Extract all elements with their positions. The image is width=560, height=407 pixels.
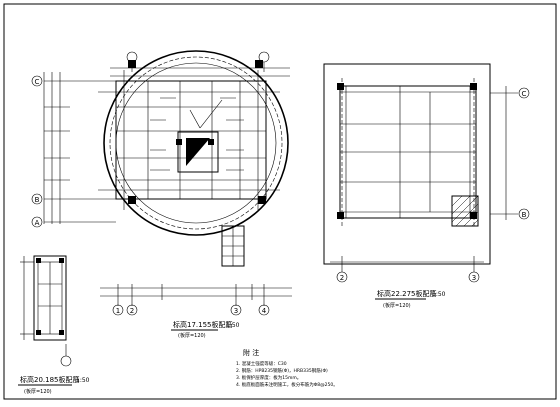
tank-outer-wall bbox=[103, 50, 289, 236]
axis-bubble-b2: B bbox=[518, 208, 530, 220]
small-plan-scale: 1:50 bbox=[76, 377, 90, 384]
right-plan-title: 标高22.275板配筋 bbox=[377, 289, 437, 298]
note-item: 2. 钢筋：HPB235钢筋(Φ)，HRB335钢筋(Φ) bbox=[236, 367, 328, 374]
axis-bubble-4: 4 bbox=[258, 304, 270, 316]
small-plan-thickness: (板厚=120) bbox=[24, 388, 52, 395]
right-plan-scale: 1:50 bbox=[432, 291, 446, 298]
main-plan-title: 标高17.155板配筋 bbox=[173, 320, 233, 329]
main-plan-thickness: (板厚=120) bbox=[178, 332, 206, 339]
axis-bubble-c: C bbox=[31, 75, 43, 87]
axis-bubble-3b: 3 bbox=[468, 271, 480, 283]
notes-block: 附 注 1. 混凝土强度等级：C30 2. 钢筋：HPB235钢筋(Φ)，HRB… bbox=[236, 348, 338, 388]
axis-label-2: 2 bbox=[130, 307, 134, 315]
axis-bubble-2: 2 bbox=[126, 304, 138, 316]
small-plan: 标高20.185板配筋 1:50 (板厚=120) bbox=[18, 255, 90, 395]
axis-label-3: 3 bbox=[234, 307, 238, 315]
right-plan-thickness: (板厚=120) bbox=[383, 302, 411, 309]
note-item: 4. 板底板面筋未注明施工，板分布筋为Φ8@250。 bbox=[236, 381, 338, 388]
axis-label-4: 4 bbox=[262, 307, 267, 315]
axis-bubble-c2: C bbox=[518, 87, 530, 99]
axis-bubble-3: 3 bbox=[230, 304, 242, 316]
axis-label-2b: 2 bbox=[340, 274, 344, 282]
note-item: 1. 混凝土强度等级：C30 bbox=[236, 360, 287, 367]
axis-bubble-a: A bbox=[31, 216, 43, 228]
axis-bubble-1: 1 bbox=[112, 304, 124, 316]
sheet-border bbox=[3, 3, 557, 400]
tank-inner-wall bbox=[109, 56, 283, 230]
axis-label-b2: B bbox=[522, 211, 527, 219]
notes-heading: 附 注 bbox=[243, 348, 259, 357]
axis-label-1: 1 bbox=[116, 307, 120, 315]
axis-label-c2: C bbox=[522, 90, 527, 98]
axis-bubble-2b: 2 bbox=[336, 271, 348, 283]
main-plan: C B A bbox=[31, 50, 292, 339]
axis-label-a: A bbox=[35, 219, 40, 227]
main-plan-scale: 1:50 bbox=[226, 322, 240, 329]
axis-label-b: B bbox=[35, 196, 40, 204]
axis-bubble-b: B bbox=[31, 193, 43, 205]
axis-label-3b: 3 bbox=[472, 274, 476, 282]
small-plan-title: 标高20.185板配筋 bbox=[20, 375, 80, 384]
right-plan: C B 2 3 标高22.275板配筋 1:50 (板厚=120) bbox=[323, 63, 530, 309]
axis-label-c: C bbox=[35, 78, 40, 86]
note-item: 3. 板保护层厚度：板为15mm。 bbox=[236, 374, 301, 381]
